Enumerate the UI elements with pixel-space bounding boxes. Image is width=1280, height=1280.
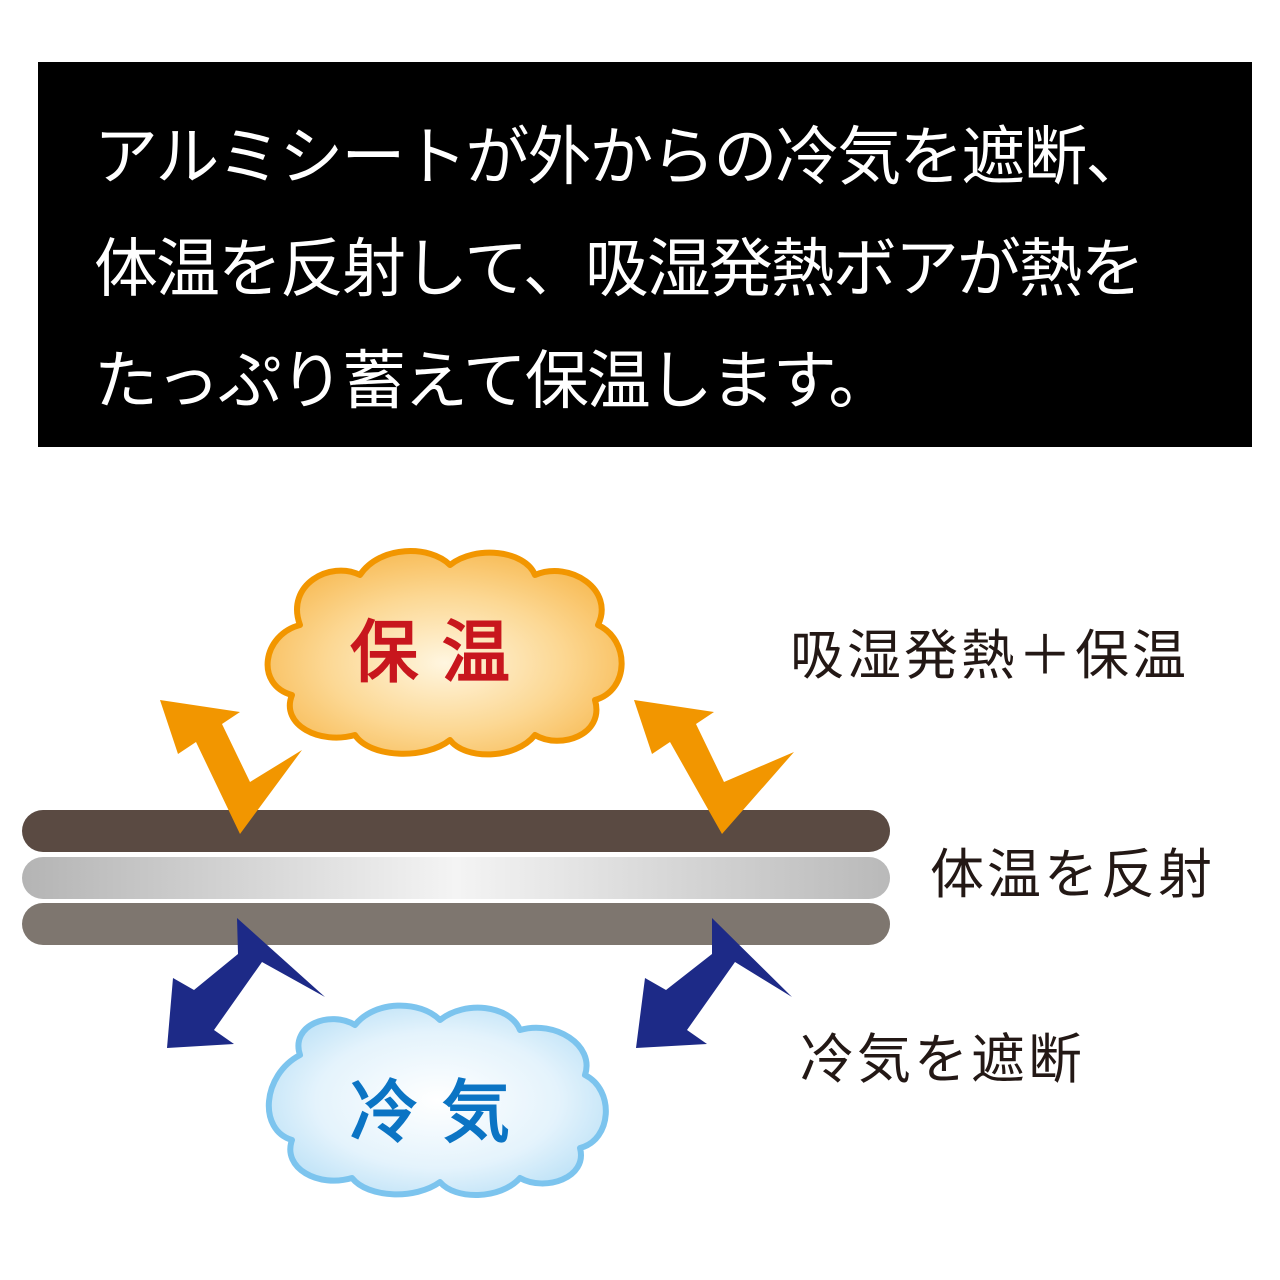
warm-arrow-left [160, 700, 302, 834]
layer-aluminum-sheet [22, 857, 890, 899]
cold-cloud: 冷 気 [266, 1002, 609, 1198]
cold-arrow-right [636, 918, 792, 1048]
warm-cloud-shape [264, 548, 625, 758]
label-reflect-body-heat: 体温を反射 [930, 843, 1215, 906]
cold-arrow-left [167, 918, 325, 1048]
header-box: アルミシートが外からの冷気を遮断、 体温を反射して、吸湿発熱ボアが熱を たっぷり… [38, 62, 1252, 447]
warm-cloud: 保 温 [264, 548, 625, 758]
label-moisture-heat: 吸湿発熱＋保温 [790, 624, 1189, 687]
layer-boa [22, 810, 890, 852]
layer-outer-fabric [22, 903, 890, 945]
warm-arrow-right [634, 700, 794, 834]
label-block-cold: 冷気を遮断 [800, 1028, 1085, 1091]
header-line-2: 体温を反射して、吸湿発熱ボアが熱を [94, 233, 1145, 307]
header-line-1: アルミシートが外からの冷気を遮断、 [94, 121, 1149, 195]
cold-cloud-shape [266, 1002, 609, 1198]
header-line-3: たっぷり蓄えて保温します。 [94, 345, 892, 419]
cold-cloud-label: 冷 気 [350, 1074, 510, 1153]
warm-cloud-label: 保 温 [350, 614, 510, 693]
